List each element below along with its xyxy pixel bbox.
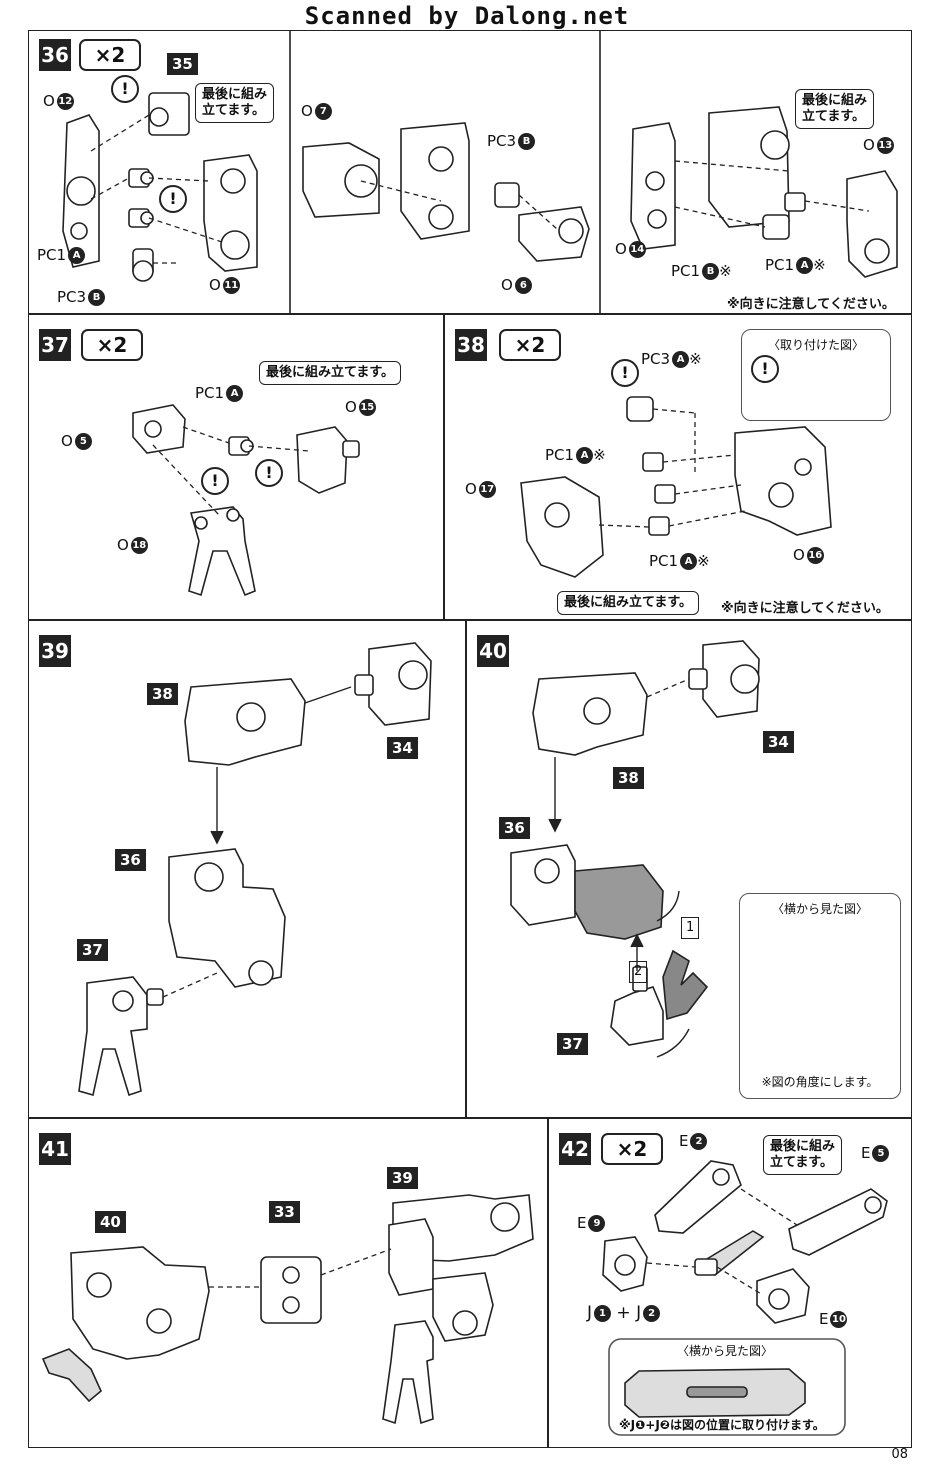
assembly-note-bubble: 最後に組み立てます。 [557,591,700,615]
part-tag: 37 [557,1033,588,1055]
caution-icon: ! [201,467,229,495]
caution-icon: ! [611,359,639,387]
caution-icon: ! [159,185,187,213]
quantity-badge: ×2 [601,1133,663,1165]
step-order-1: 1 [681,917,700,939]
step-42-artwork [602,1160,888,1436]
part-tag: 33 [269,1201,300,1223]
assembly-note-bubble: 最後に組み立てます。 [259,361,402,385]
orientation-note: ※向きに注意してください。 [727,297,895,312]
inset-note: ※J❶+J❷は図の位置に取り付けます。 [619,1418,825,1432]
side-view-inset: 〈横から見た図〉 ※図の角度にします。 [739,893,901,1099]
step-41-artwork [41,1194,534,1425]
step-number: 42 [559,1133,591,1165]
step-number: 41 [39,1133,71,1165]
part-tag: 40 [95,1211,126,1233]
caution-icon: ! [751,355,779,383]
step-number: 40 [477,635,509,667]
step-order-2: 2 [629,961,648,983]
step-40-panel: 40 34 38 36 37 1 2 〈横から見た図〉 ※図の角度にします。 [466,620,912,1118]
part-tag: 38 [147,683,178,705]
part-tag: 39 [387,1167,418,1189]
inset-title: 〈横から見た図〉 [677,1344,774,1358]
step-39-panel: 39 38 34 36 37 [28,620,466,1118]
part-tag: 36 [499,817,530,839]
quantity-badge: ×2 [79,39,141,71]
scan-credit: Scanned by Dalong.net [304,2,630,30]
page-number: 08 [891,1447,908,1462]
inset-title: 〈取り付けた図〉 [767,338,864,352]
part-tag: 34 [763,731,794,753]
step-number: 36 [39,39,71,71]
part-tag: 34 [387,737,418,759]
part-tag: 38 [613,767,644,789]
step-number: 38 [455,329,487,361]
caution-icon: ! [111,75,139,103]
step-number: 39 [39,635,71,667]
step-39-artwork [78,642,432,1097]
assembly-note-bubble: 最後に組み 立てます。 [763,1135,843,1175]
part-tag: 36 [115,849,146,871]
step-37-artwork [132,404,360,597]
assembly-note-bubble: 最後に組み 立てます。 [795,89,875,129]
orientation-note: ※向きに注意してください。 [721,601,889,616]
step-36-artwork [62,31,898,313]
inset-title: 〈横から見た図〉 [771,902,868,916]
step-41-panel: 41 40 33 39 [28,1118,548,1448]
caution-icon: ! [255,459,283,487]
assembly-note-bubble: 最後に組み 立てます。 [195,83,275,123]
step-number: 37 [39,329,71,361]
quantity-badge: ×2 [81,329,143,361]
part-tag: 37 [77,939,108,961]
inset-note: ※図の角度にします。 [761,1075,879,1089]
quantity-badge: ×2 [499,329,561,361]
part-tag: 35 [167,53,198,75]
